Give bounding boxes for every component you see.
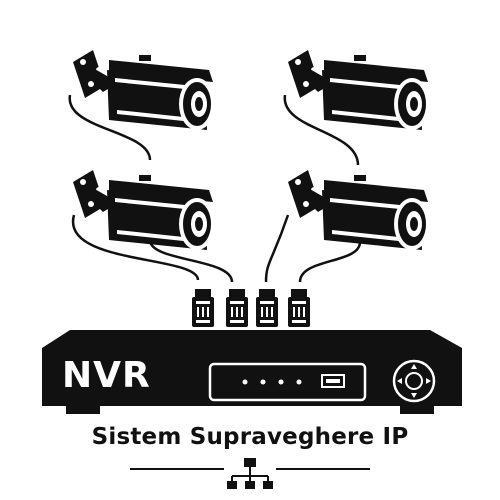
nvr-label: NVR — [62, 355, 151, 396]
rj45-connector-icon — [288, 289, 310, 327]
rj45-connector-icon — [226, 289, 248, 327]
nvr-recorder — [42, 330, 462, 414]
rj45-connector-icon — [256, 289, 278, 327]
network-topology-icon — [130, 458, 370, 489]
bullet-camera-icon — [73, 170, 215, 250]
bullet-camera-icon — [288, 170, 430, 250]
camera-cables — [68, 94, 362, 283]
bullet-camera-icon — [288, 50, 430, 130]
bullet-camera-icon — [73, 50, 215, 130]
caption-title: Sistem Supraveghere IP — [91, 424, 409, 450]
rj45-connector-icon — [192, 289, 214, 327]
